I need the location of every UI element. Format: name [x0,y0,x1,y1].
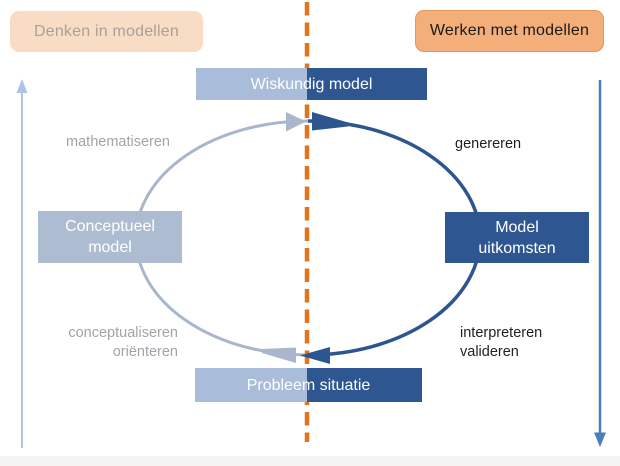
cycle-top-arrowhead-right-icon [286,112,306,132]
label-conceptualiseren-orienteren: conceptualiseren oriënteren [36,324,178,362]
cycle-top-dark-wedge [312,112,348,131]
node-uitkomsten-line1: Model [495,218,539,236]
label-conceptualiseren-line2: oriënteren [112,344,178,360]
node-conceptueel-model: Conceptueel model [38,211,182,263]
cycle-bottom-arrowhead-left-icon [300,347,330,364]
badge-denken-in-modellen: Denken in modellen [10,11,203,52]
badge-werken-met-modellen: Werken met modellen [415,10,604,52]
label-genereren: genereren [455,136,522,152]
node-probleem-situatie: Probleem situatie [195,368,422,402]
right-axis-arrowhead-down-icon [594,432,606,447]
node-conceptueel-line1: Conceptueel [65,218,155,235]
label-conceptualiseren-line1: conceptualiseren [68,325,178,341]
node-wiskundig-model: Wiskundig model [196,68,427,100]
node-uitkomsten-line2: uitkomsten [478,239,556,257]
cycle-bottom-light-wedge [262,347,296,363]
label-interpreteren-line1: interpreteren [460,325,543,341]
node-model-uitkomsten: Model uitkomsten [445,212,589,263]
left-axis-arrowhead-up-icon [16,79,28,93]
bottom-edge-strip [0,456,620,466]
label-mathematiseren: mathematiseren [66,134,170,150]
label-interpreteren-line2: valideren [460,344,519,360]
node-conceptueel-line2: model [88,239,132,256]
label-interpreteren-valideren: interpreteren valideren [460,324,542,362]
